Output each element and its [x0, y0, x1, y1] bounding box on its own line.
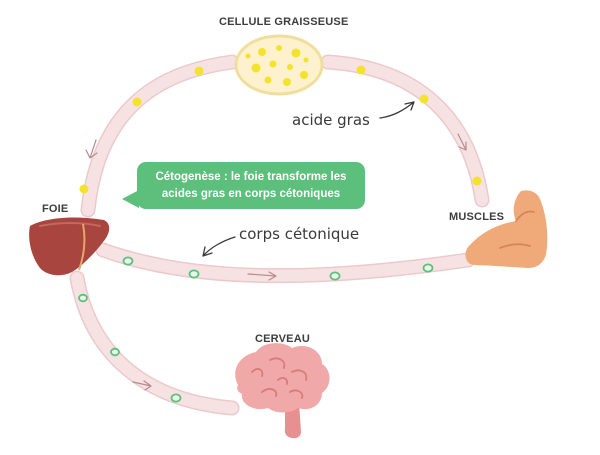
ketogenesis-callout: Cétogenèse : le foie transforme les acid… — [137, 162, 365, 209]
flow-arrow-icon — [247, 271, 277, 281]
annotation-arrow-icon — [202, 236, 236, 257]
flow-arrow-icon — [132, 380, 152, 391]
callout-tail — [122, 190, 139, 208]
ketone-body-dot — [122, 256, 134, 266]
ketone-body-dot — [110, 347, 120, 357]
fatty-acid-dot — [419, 94, 429, 104]
fat-cell-icon — [234, 34, 324, 96]
fatty-acid-annotation: acide gras — [292, 111, 370, 129]
callout-line-1: Cétogenèse : le foie transforme les — [155, 170, 347, 183]
ketone-body-dot — [78, 293, 88, 303]
fat-cell-label: CELLULE GRAISSEUSE — [219, 16, 349, 28]
annotation-arrow-icon — [379, 101, 415, 119]
fatty-acid-dot — [356, 65, 366, 75]
brain-label: CERVEAU — [255, 333, 310, 345]
liver-icon — [29, 217, 110, 276]
ketone-body-dot — [188, 269, 200, 279]
liver-label: FOIE — [42, 203, 69, 215]
brain-icon — [235, 343, 330, 439]
fatty-acid-dot — [194, 66, 204, 76]
flow-arrow-icon — [85, 139, 98, 159]
flow-arrow-icon — [457, 133, 467, 151]
ketone-body-dot — [329, 271, 341, 281]
muscle-arm-icon — [465, 190, 548, 268]
fatty-acid-dot — [472, 176, 482, 186]
fatty-acid-dot — [79, 184, 89, 194]
ketone-body-annotation: corps cétonique — [239, 225, 360, 243]
ketone-body-dot — [170, 393, 182, 403]
callout-line-2: acides gras en corps cétoniques — [161, 187, 341, 200]
fatty-acid-dot — [132, 97, 142, 107]
muscles-label: MUSCLES — [449, 211, 505, 223]
ketone-body-dot — [422, 263, 434, 273]
